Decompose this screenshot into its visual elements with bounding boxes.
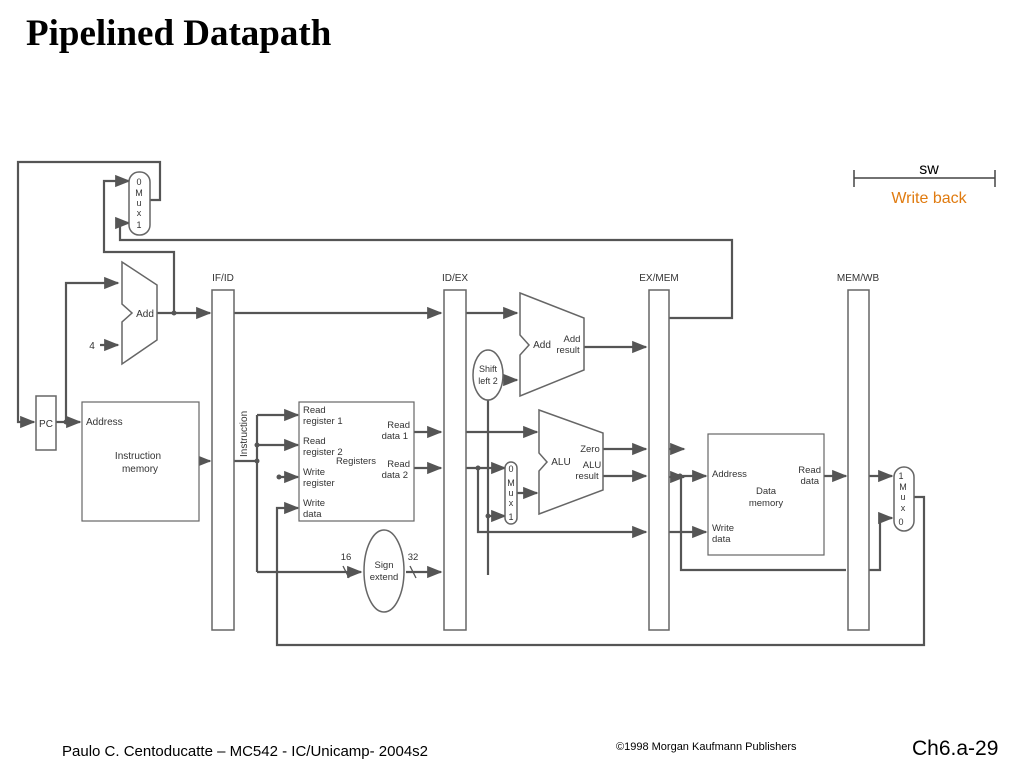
svg-text:ALU: ALU: [583, 460, 602, 471]
svg-text:EX/MEM: EX/MEM: [639, 273, 678, 284]
svg-text:Write: Write: [303, 467, 325, 478]
writeback-mux: 1 M u x 0: [893, 466, 915, 532]
svg-text:Read: Read: [303, 405, 326, 416]
pipeline-register-exmem: EX/MEM: [639, 273, 679, 631]
alu-mux: 0 M u x 1: [504, 461, 518, 525]
svg-text:Add: Add: [533, 340, 551, 351]
svg-text:0: 0: [898, 517, 903, 527]
svg-text:left 2: left 2: [478, 376, 498, 386]
instruction-memory: Address Instruction memory: [81, 401, 200, 522]
footer-copyright: ©1998 Morgan Kaufmann Publishers: [616, 741, 797, 753]
svg-text:Add: Add: [564, 334, 581, 345]
svg-text:u: u: [508, 488, 513, 498]
pc-adder: Add 4: [89, 260, 158, 366]
svg-text:data: data: [712, 534, 731, 545]
sign-extend-unit: Sign extend 16 32: [341, 529, 419, 613]
svg-text:Read: Read: [387, 459, 410, 470]
svg-text:register 2: register 2: [303, 447, 343, 458]
pc-mux: 0 M u x 1: [128, 171, 151, 236]
svg-text:Write: Write: [303, 498, 325, 509]
svg-text:0: 0: [136, 177, 141, 187]
svg-text:data 1: data 1: [382, 431, 408, 442]
instruction-output-label: Instruction: [239, 411, 250, 457]
svg-text:Read: Read: [798, 465, 821, 476]
footer-page-number: Ch6.a-29: [912, 737, 999, 760]
svg-text:data 2: data 2: [382, 470, 408, 481]
svg-text:data: data: [303, 509, 322, 520]
svg-text:Add: Add: [136, 309, 154, 320]
svg-text:Address: Address: [86, 417, 123, 428]
svg-text:extend: extend: [370, 572, 399, 583]
svg-text:ALU: ALU: [551, 457, 570, 468]
svg-text:M: M: [899, 482, 907, 492]
svg-text:Read: Read: [387, 420, 410, 431]
register-file: Read register 1 Read register 2 Write re…: [298, 401, 415, 522]
svg-text:memory: memory: [122, 464, 158, 475]
svg-text:Sign: Sign: [374, 560, 393, 571]
legend-stage: Write back: [891, 190, 967, 207]
svg-text:1: 1: [508, 512, 513, 522]
svg-text:Instruction: Instruction: [115, 451, 161, 462]
svg-text:Shift: Shift: [479, 364, 498, 374]
pipeline-register-idex: ID/EX: [442, 273, 468, 631]
svg-text:IF/ID: IF/ID: [212, 273, 234, 284]
datapath-wires: [16, 160, 926, 647]
svg-text:0: 0: [508, 464, 513, 474]
wire-junctions: [63, 310, 683, 519]
svg-text:register 1: register 1: [303, 416, 343, 427]
legend-instruction: sw: [919, 161, 939, 178]
svg-text:32: 32: [408, 552, 419, 563]
svg-text:MEM/WB: MEM/WB: [837, 273, 880, 284]
svg-text:4: 4: [89, 341, 95, 352]
pipeline-register-ifid: IF/ID: [211, 273, 235, 631]
pc-register: PC: [35, 395, 57, 451]
svg-text:Read: Read: [303, 436, 326, 447]
alu: ALU Zero ALU result: [538, 408, 604, 516]
svg-text:x: x: [901, 503, 906, 513]
svg-text:M: M: [507, 478, 515, 488]
svg-text:Address: Address: [712, 469, 747, 480]
svg-text:PC: PC: [39, 419, 53, 430]
svg-text:Zero: Zero: [580, 444, 600, 455]
svg-text:M: M: [135, 188, 143, 198]
footer-author: Paulo C. Centoducatte – MC542 - IC/Unica…: [62, 743, 429, 760]
svg-text:Registers: Registers: [336, 456, 376, 467]
shift-left-unit: Shift left 2: [472, 349, 504, 401]
pipeline-register-memwb: MEM/WB: [837, 273, 880, 631]
svg-text:memory: memory: [749, 498, 784, 509]
svg-text:1: 1: [136, 220, 141, 230]
svg-text:ID/EX: ID/EX: [442, 273, 468, 284]
svg-text:u: u: [136, 198, 141, 208]
svg-text:u: u: [900, 492, 905, 502]
svg-text:Data: Data: [756, 486, 777, 497]
data-memory: Address Data memory Read data Write data: [707, 433, 825, 556]
svg-text:result: result: [575, 471, 599, 482]
svg-text:data: data: [801, 476, 820, 487]
stage-legend: sw Write back: [853, 161, 996, 207]
svg-text:Write: Write: [712, 523, 734, 534]
svg-text:16: 16: [341, 552, 352, 563]
svg-text:x: x: [137, 208, 142, 218]
svg-text:1: 1: [898, 471, 903, 481]
branch-adder: Add Add result: [519, 291, 585, 398]
page-title: Pipelined Datapath: [26, 13, 332, 54]
svg-text:register: register: [303, 478, 335, 489]
svg-text:x: x: [509, 498, 514, 508]
svg-text:result: result: [556, 345, 580, 356]
